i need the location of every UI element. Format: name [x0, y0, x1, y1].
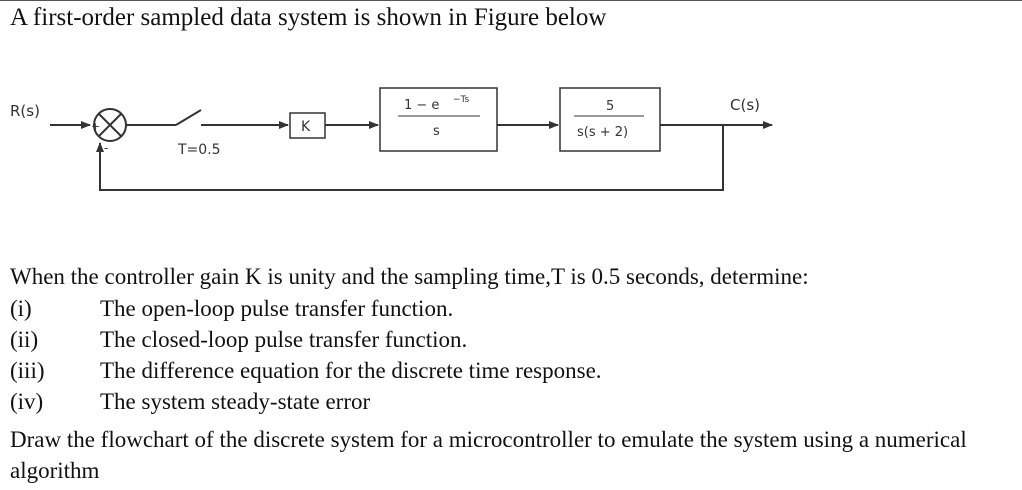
item-number: (ii): [10, 327, 39, 352]
plant-denominator: s(s + 2): [577, 125, 628, 140]
question-item-1: (i) The open-loop pulse transfer function…: [10, 296, 453, 322]
gain-label: K: [301, 119, 311, 135]
sampler-label: T=0.5: [177, 142, 221, 158]
final-task: Draw the flowchart of the discrete syste…: [10, 427, 967, 483]
item-text: The open-loop pulse transfer function.: [100, 296, 454, 321]
item-number: (iii): [10, 358, 45, 383]
plant-numerator: 5: [606, 99, 614, 114]
item-number: (i): [10, 296, 32, 321]
gain-block: [289, 112, 326, 139]
item-number: (iv): [10, 389, 44, 414]
plant-block: [559, 87, 661, 152]
feedback-path: [96, 125, 724, 191]
question-item-3: (iii) The difference equation for the dis…: [10, 358, 602, 384]
question-prompt: When the controller gain K is unity and …: [10, 264, 809, 289]
problem-heading: A first-order sampled data system is sho…: [10, 4, 607, 31]
sampler-switch: [175, 109, 202, 126]
summer-plus-sign: +: [91, 120, 100, 133]
question-item-4: (iv) The system steady-state error: [10, 389, 370, 415]
zoh-denominator: s: [433, 124, 440, 139]
top-rule: [0, 0, 1022, 1]
block-diagram: R(s) + - T=0.5 K 1 − e −Ts s 5 s(s + 2) …: [10, 87, 773, 191]
zoh-numerator-exponent: −Ts: [453, 95, 470, 105]
output-label: C(s): [730, 96, 760, 114]
zoh-numerator: 1 − e: [404, 98, 439, 113]
summer-minus-sign: -: [104, 141, 108, 155]
input-label: R(s): [10, 102, 40, 120]
question-item-2: (ii) The closed-loop pulse transfer funct…: [10, 327, 467, 353]
zoh-block: [379, 87, 498, 152]
item-text: The closed-loop pulse transfer function.: [100, 327, 468, 352]
item-text: The system steady-state error: [100, 389, 371, 414]
item-text: The difference equation for the discrete…: [100, 358, 602, 383]
